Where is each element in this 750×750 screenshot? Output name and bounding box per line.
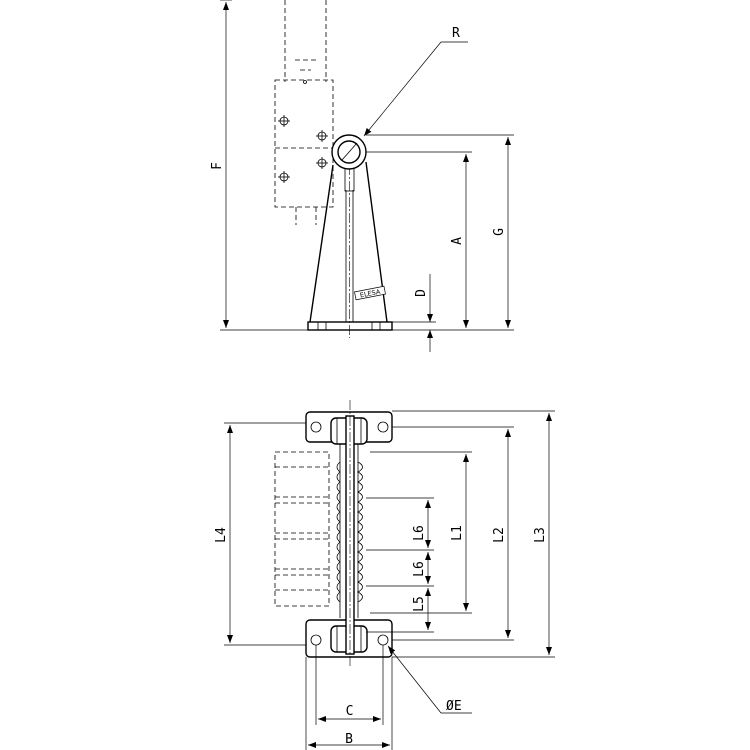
dimension-L6-lower: L6 [366,549,434,584]
svg-text:L6: L6 [412,525,427,541]
svg-text:R: R [452,26,460,41]
svg-text:B: B [345,732,353,747]
dimension-A: A [366,151,514,331]
central-shaft [339,400,359,668]
svg-text:ELESA: ELESA [359,288,381,300]
dimension-L1: L1 [370,451,472,614]
svg-text:F: F [210,162,225,170]
dimension-C: C [315,645,384,725]
side-view-hole-symbols [278,115,328,183]
svg-text:C: C [346,704,354,719]
dimension-F: F [210,0,308,331]
svg-text:G: G [492,228,507,236]
dimension-G: G [366,134,514,328]
svg-text:L6: L6 [412,561,427,577]
dimension-D: D [392,274,436,352]
svg-text:D: D [414,289,429,297]
support-body [309,161,388,323]
dimension-L6-upper: L6 [366,497,434,548]
top-view-dashed-rows [274,451,330,607]
leader-R: R [363,26,468,137]
svg-text:L2: L2 [492,527,507,543]
leader-OE: ØE [387,645,472,714]
svg-text:L1: L1 [450,525,465,541]
svg-text:L3: L3 [533,527,548,543]
top-view: L4 L1 L2 L3 L6 [214,400,555,750]
dimension-L5: L5 [366,585,434,633]
dimension-L2: L2 [392,426,514,641]
dimension-B: B [305,657,393,750]
svg-text:L4: L4 [214,527,229,543]
side-view-dashed-extension [274,0,334,225]
side-view: ELESA F A G D [210,0,514,352]
svg-text:A: A [450,237,465,245]
support-base [307,321,393,331]
bore-ring-inner [337,140,361,164]
elesa-logo: ELESA [354,285,386,301]
dimension-L4: L4 [214,422,306,646]
svg-text:ØE: ØE [446,699,462,714]
dimension-L3: L3 [392,410,555,658]
roller-bumps [336,461,363,603]
svg-text:L5: L5 [412,596,427,612]
